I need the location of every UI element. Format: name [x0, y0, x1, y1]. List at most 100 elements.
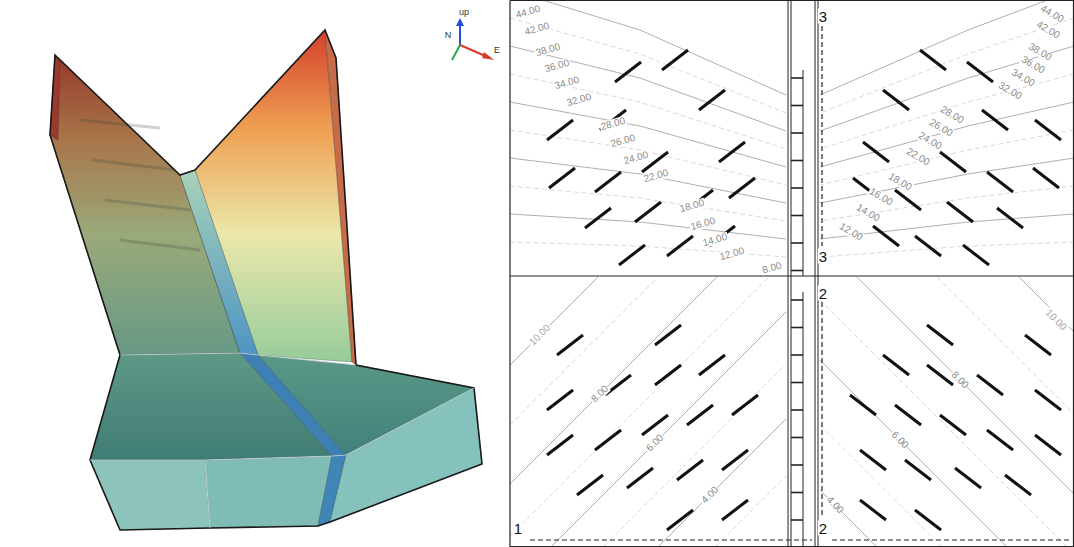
slope-mark: [642, 415, 668, 435]
contour-label: 16.00: [689, 216, 718, 233]
frame-line: [791, 132, 803, 134]
frame-line: [791, 464, 803, 466]
contour-label: 14.00: [701, 232, 730, 249]
contour-label: 14.00: [854, 202, 882, 224]
contour-lines: [510, 0, 1074, 546]
slope-mark: [547, 390, 573, 410]
frame-line: [803, 292, 804, 547]
contour-line: [857, 277, 1073, 493]
channel-slope: [180, 170, 258, 355]
contour-label: 44.00: [514, 4, 543, 21]
contour-line: [510, 277, 598, 365]
contour-label: 4.00: [699, 484, 721, 506]
contour-label: 8.00: [589, 383, 611, 405]
slope-mark: [1035, 435, 1061, 455]
slope-mark: [547, 435, 573, 455]
frame-line: [791, 215, 803, 217]
right-slope-face: [195, 30, 352, 362]
slope-mark: [585, 208, 611, 228]
slope-mark: [1035, 390, 1061, 410]
contour-line: [820, 130, 1074, 185]
slope-mark: [595, 172, 621, 192]
contour-line: [552, 312, 786, 546]
slope-mark: [927, 325, 953, 345]
axis-label: N: [445, 31, 452, 40]
contour-line: [510, 277, 658, 425]
section-marker: 3: [818, 249, 828, 264]
frame-line: [791, 354, 803, 356]
slope-mark: [1035, 120, 1061, 140]
section-line: [832, 539, 1070, 540]
model-outline: [50, 30, 482, 530]
slope-mark: [699, 90, 725, 110]
frame-line: [791, 327, 803, 329]
contour-line: [510, 46, 786, 131]
right-wing-edge: [325, 30, 356, 365]
terrace-band: [120, 240, 200, 250]
section-marker: 2: [818, 286, 828, 301]
model-edge: [90, 388, 474, 460]
contour-label: 28.00: [599, 116, 628, 133]
model-edges: [90, 353, 474, 528]
slope-mark: [982, 110, 1008, 130]
frame-line: [791, 242, 803, 244]
contour-line: [510, 102, 786, 167]
axis-arrowhead: [456, 18, 464, 26]
slope-mark: [905, 460, 931, 480]
contour-line: [820, 74, 1074, 149]
slope-mark: [615, 62, 641, 82]
slope-mark: [883, 355, 909, 375]
contour-label: 22.00: [904, 146, 932, 168]
slope-mark: [655, 325, 681, 345]
slope-mark: [997, 208, 1023, 228]
slope-mark: [655, 365, 681, 385]
contour-label: 38.00: [534, 42, 563, 59]
frame-line: [510, 276, 1074, 277]
slope-mark: [577, 475, 603, 495]
slope-hatching: [547, 50, 1061, 530]
contour-line: [820, 0, 1074, 95]
frame-line: [791, 382, 803, 384]
slope-mark: [987, 172, 1013, 192]
slope-mark: [967, 62, 993, 82]
slope-mark: [627, 468, 653, 488]
slope-mark: [667, 236, 693, 256]
section-line: [821, 302, 822, 518]
slope-mark: [722, 450, 748, 470]
axis-gizmo: [452, 18, 494, 60]
slope-mark: [977, 375, 1003, 395]
contour-label: 26.00: [609, 133, 638, 150]
frame-line: [791, 299, 803, 301]
slope-mark: [883, 90, 909, 110]
slope-mark: [1033, 168, 1059, 188]
slope-mark: [915, 510, 941, 530]
section-marker: 1: [513, 521, 523, 536]
slope-mark: [662, 50, 688, 70]
contour-label: 18.00: [678, 198, 707, 215]
axis-label: up: [459, 8, 469, 17]
slope-mark: [915, 236, 941, 256]
contour-label: 16.00: [867, 186, 895, 208]
contour-line: [820, 242, 1074, 257]
slope-mark: [860, 450, 886, 470]
contour-line: [716, 476, 786, 546]
axis-label: E: [494, 46, 500, 55]
contour-line: [510, 277, 769, 536]
section-marker: 2: [818, 521, 828, 536]
model-edge: [120, 353, 356, 365]
contour-label: 4.00: [824, 494, 846, 516]
contour-line: [820, 158, 1074, 203]
contour-label: 10.00: [527, 322, 553, 348]
contour-line: [820, 425, 941, 546]
plan-drawing: [510, 0, 1074, 547]
axis-north: [452, 45, 460, 60]
slope-mark: [940, 415, 966, 435]
frame-line: [791, 437, 803, 439]
slope-mark: [719, 142, 745, 162]
frame-line: [791, 519, 803, 521]
frame-line: [791, 160, 803, 162]
contour-line: [659, 419, 786, 546]
contour-line: [820, 46, 1074, 131]
contour-label: 8.00: [760, 260, 783, 275]
